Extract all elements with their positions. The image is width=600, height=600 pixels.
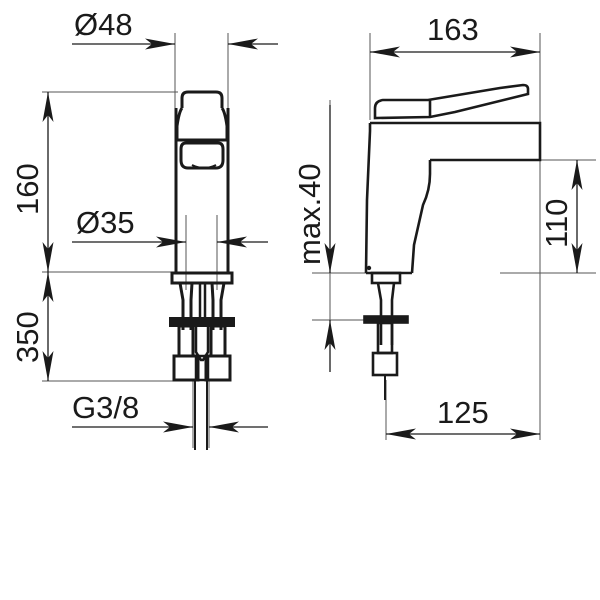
front-view-extension-lines	[42, 33, 229, 448]
side-body-back	[364, 130, 372, 274]
arrowhead-right	[156, 236, 186, 248]
front-handle-detail	[191, 164, 217, 169]
front-mounting-washer	[169, 317, 235, 327]
dimension-height-110: 110	[539, 160, 583, 273]
arrowhead-down	[324, 243, 336, 273]
dimension-width-163: 163	[370, 12, 540, 58]
dimension-max-40: max.40	[292, 105, 336, 372]
arrowhead-right	[145, 38, 175, 50]
front-lever-cap	[180, 90, 224, 108]
front-connector-center	[194, 354, 210, 382]
arrowhead-left	[386, 428, 416, 440]
arrowhead-right	[510, 46, 540, 58]
arrowhead-down	[42, 351, 54, 381]
front-shoulder-left	[175, 107, 184, 140]
side-spout-front	[410, 160, 432, 274]
dimension-label-d48: Ø48	[74, 7, 133, 42]
side-view: 163 125 max.40 110	[292, 12, 596, 440]
front-base-flange	[170, 271, 234, 285]
arrowhead-left	[209, 421, 239, 433]
dimension-label-110: 110	[539, 199, 574, 248]
dimension-diameter-48: Ø48	[72, 7, 278, 50]
front-connector-right	[204, 354, 232, 382]
dimension-height-160: 160	[10, 92, 54, 272]
arrowhead-right	[163, 421, 193, 433]
faucet-side-body	[363, 83, 542, 400]
arrowhead-left	[217, 236, 247, 248]
front-center-nut	[194, 326, 210, 362]
arrowhead-down	[42, 242, 54, 272]
side-lever-handle	[373, 83, 530, 120]
dimension-label-max40: max.40	[292, 163, 327, 265]
front-lever-handle	[179, 141, 225, 170]
side-shank-flange	[370, 271, 402, 285]
arrowhead-down	[571, 243, 583, 273]
side-cap-block-top	[370, 121, 542, 162]
dimension-diameter-35: Ø35	[72, 205, 268, 248]
dimension-label-g38: G3/8	[72, 390, 139, 425]
arrowhead-up	[42, 92, 54, 122]
front-connector-left	[172, 354, 200, 382]
arrowhead-left	[228, 38, 258, 50]
side-hose-left	[376, 282, 383, 345]
front-view: Ø48 Ø35 G3/8 160	[10, 7, 278, 450]
dimension-width-125: 125	[386, 395, 540, 440]
arrowhead-up-lower	[324, 320, 336, 350]
arrowhead-up	[42, 272, 54, 302]
dimension-label-d35: Ø35	[76, 205, 135, 240]
dimension-label-125: 125	[437, 395, 489, 430]
dimension-label-350: 350	[10, 311, 45, 363]
faucet-front-body	[169, 90, 235, 450]
arrowhead-right	[510, 428, 540, 440]
dimension-thread-g38: G3/8	[72, 390, 268, 433]
dimension-label-160: 160	[10, 163, 45, 215]
arrowhead-up	[571, 160, 583, 190]
front-shoulder-right	[220, 107, 229, 140]
dimension-height-350: 350	[10, 272, 54, 381]
dimension-label-163: 163	[427, 12, 479, 47]
arrowhead-left	[370, 46, 400, 58]
side-foot-mark	[366, 265, 372, 271]
